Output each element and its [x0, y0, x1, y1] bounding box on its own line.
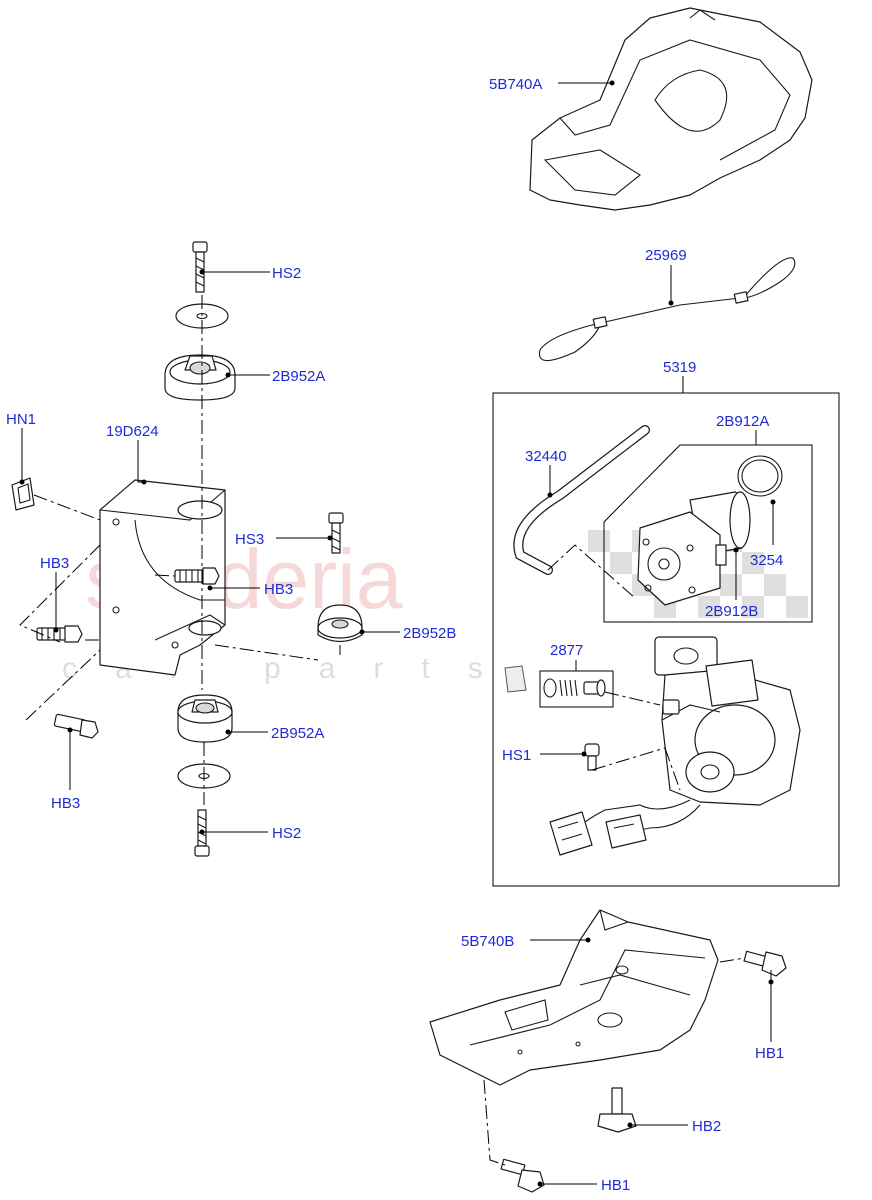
bolt-hb3-left: [36, 625, 83, 643]
callout-hb3-mid: HB3: [264, 581, 293, 598]
assembly-lines: [19, 295, 746, 1166]
callout-25969: 25969: [645, 247, 687, 264]
compressor-5319: [549, 636, 801, 856]
callout-2b952b: 2B952B: [403, 625, 456, 642]
callout-hs2-bottom: HS2: [272, 825, 301, 842]
mount-2b952a-bottom: [177, 694, 233, 743]
callout-32440: 32440: [525, 448, 567, 465]
motor-2b912b: [637, 491, 751, 606]
valve-kit-2877: [504, 665, 606, 698]
callout-hb3-left: HB3: [40, 555, 69, 572]
callout-5b740b: 5B740B: [461, 933, 514, 950]
mount-2b952a-top: [164, 354, 236, 401]
bolt-hb3-bottom: [53, 713, 99, 739]
callout-2b952a-bottom: 2B952A: [271, 725, 324, 742]
bolt-hb1-right: [743, 950, 787, 977]
lanyard-25969: [538, 257, 796, 362]
callout-hb3-bottom: HB3: [51, 795, 80, 812]
bolt-hb1-bottom: [500, 1158, 545, 1193]
bracket-19d624: [99, 479, 226, 676]
bolt-hb2: [597, 1087, 637, 1133]
screw-hs1: [584, 743, 600, 771]
callout-2b912b: 2B912B: [705, 603, 758, 620]
callout-5b740a: 5B740A: [489, 76, 542, 93]
callout-2877: 2877: [550, 642, 583, 659]
kit-5319-box: [492, 392, 840, 887]
callout-hs1: HS1: [502, 747, 531, 764]
oring-3254: [737, 455, 783, 497]
cover-lower-5b740b: [429, 909, 719, 1086]
callout-labels: 5B740A 25969 5319 HS2 2B952A HN1 19D624 …: [6, 76, 784, 1194]
leader-lines: [19, 80, 776, 1187]
kit-2b912-box: [603, 444, 813, 623]
callout-hs2-top: HS2: [272, 265, 301, 282]
bolt-hs2-top: [192, 241, 208, 293]
callout-hb2: HB2: [692, 1118, 721, 1135]
callout-19d624: 19D624: [106, 423, 159, 440]
mount-2b952b: [317, 604, 363, 643]
callout-hb1-right: HB1: [755, 1045, 784, 1062]
bolt-hb3-mid: [174, 567, 220, 585]
callout-hb1-bottom: HB1: [601, 1177, 630, 1194]
callout-2b912a: 2B912A: [716, 413, 769, 430]
callout-5319: 5319: [663, 359, 696, 376]
hose-32440: [513, 425, 650, 575]
bolt-hs2-bottom: [194, 809, 210, 857]
callout-hn1: HN1: [6, 411, 36, 428]
cover-upper-5b740a: [529, 7, 813, 211]
callout-2b952a-top: 2B952A: [272, 368, 325, 385]
callout-hs3: HS3: [235, 531, 264, 548]
callout-3254: 3254: [750, 552, 783, 569]
clip-hn1: [11, 477, 35, 511]
